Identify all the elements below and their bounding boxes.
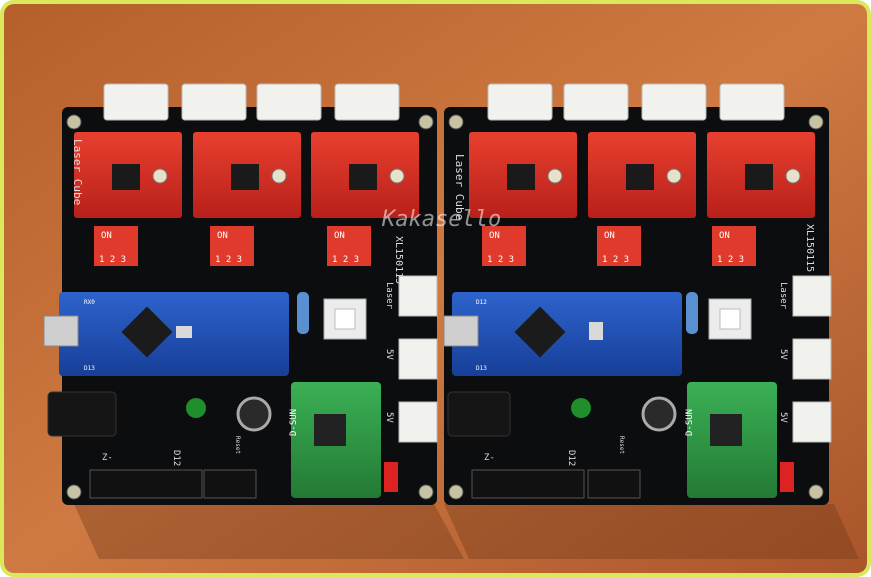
voltage-regulator: D-SUN [685, 382, 777, 498]
svg-text:ON: ON [489, 231, 500, 241]
svg-text:1 2 3: 1 2 3 [215, 255, 242, 265]
pin-header-small [587, 469, 641, 499]
photo-scene: Laser Cube ON 1 2 3 ON 1 2 3 ON 1 2 3 XL… [4, 4, 867, 573]
svg-text:D-SUN: D-SUN [685, 409, 695, 436]
arduino-nano: RX0 D13 [43, 292, 289, 376]
motor-connectors-left [103, 83, 400, 121]
model-label: XL150115 [804, 224, 815, 272]
svg-text:ON: ON [217, 231, 228, 241]
header-label: Z- [102, 453, 113, 463]
svg-text:1 2 3: 1 2 3 [99, 255, 126, 265]
stepper-driver [588, 132, 696, 218]
header-label: Z- [484, 453, 495, 463]
motor-connectors-right [487, 83, 785, 121]
right-connectors-left [398, 275, 438, 443]
led [186, 398, 206, 418]
mount-hole [418, 114, 434, 130]
mount-hole [808, 114, 824, 130]
svg-text:D-SUN: D-SUN [289, 409, 299, 436]
small-label: Reset [234, 436, 241, 454]
laser-label: Laser [384, 282, 394, 310]
side-label: Laser Cube [453, 154, 466, 220]
dc-jack [47, 391, 117, 437]
dip-switch: ON 1 2 3 [597, 226, 641, 266]
right-connectors-right [792, 275, 832, 443]
mount-hole [448, 484, 464, 500]
svg-text:RX0: RX0 [84, 299, 95, 306]
mount-hole [418, 484, 434, 500]
stepper-driver [193, 132, 301, 218]
laser-label: Laser [778, 282, 788, 310]
resistor [686, 292, 698, 334]
side-label: Laser Cube [71, 139, 84, 205]
5v-label: 5V [778, 412, 788, 423]
dip-switch: ON 1 2 3 [482, 226, 526, 266]
svg-text:1 2 3: 1 2 3 [602, 255, 629, 265]
mount-hole [66, 114, 82, 130]
svg-text:D13: D13 [84, 365, 95, 372]
led [571, 398, 591, 418]
dip-switch: ON 1 2 3 [210, 226, 254, 266]
header-label: D12 [171, 450, 181, 466]
board-right: Laser Cube ON 1 2 3 ON 1 2 3 ON 1 2 3 XL… [443, 83, 832, 505]
svg-text:1 2 3: 1 2 3 [332, 255, 359, 265]
arduino-nano: D12 D13 [443, 292, 682, 376]
pin-header [471, 469, 585, 499]
5v-label: 5V [384, 412, 394, 423]
5v-label: 5V [384, 349, 394, 360]
dip-switch: ON 1 2 3 [712, 226, 756, 266]
model-label: XL150115 [393, 236, 404, 284]
stepper-driver [469, 132, 577, 218]
mount-hole [448, 114, 464, 130]
svg-text:D13: D13 [476, 365, 487, 372]
mount-hole [66, 484, 82, 500]
dip-switch: ON 1 2 3 [327, 226, 371, 266]
small-label: Reset [618, 436, 625, 454]
svg-text:ON: ON [101, 231, 112, 241]
voltage-regulator: D-SUN [289, 382, 381, 498]
mount-hole [808, 484, 824, 500]
svg-text:1 2 3: 1 2 3 [717, 255, 744, 265]
svg-text:1 2 3: 1 2 3 [487, 255, 514, 265]
header-label: D12 [566, 450, 576, 466]
stepper-driver [311, 132, 419, 218]
dc-jack [447, 391, 511, 437]
pin-header-small [203, 469, 257, 499]
svg-text:D12: D12 [476, 299, 487, 306]
jumper [780, 462, 794, 492]
svg-text:ON: ON [334, 231, 345, 241]
board-left: Laser Cube ON 1 2 3 ON 1 2 3 ON 1 2 3 XL… [43, 83, 438, 505]
board-shadow-right [444, 504, 859, 559]
svg-text:ON: ON [719, 231, 730, 241]
jumper [384, 462, 398, 492]
board-shadow-left [74, 504, 464, 559]
dip-switch: ON 1 2 3 [94, 226, 138, 266]
5v-label: 5V [778, 349, 788, 360]
resistor [297, 292, 309, 334]
svg-text:ON: ON [604, 231, 615, 241]
watermark: Kakasello [381, 207, 501, 232]
pin-header [89, 469, 203, 499]
capacitor [236, 396, 272, 432]
stepper-driver [707, 132, 815, 218]
capacitor [641, 396, 677, 432]
stepper-driver [74, 132, 182, 218]
